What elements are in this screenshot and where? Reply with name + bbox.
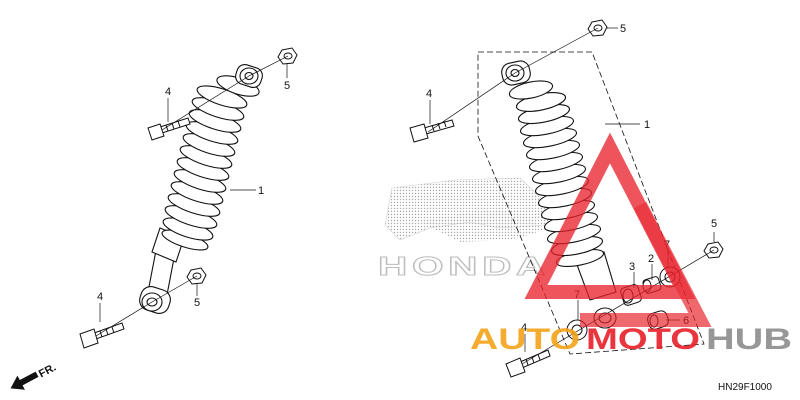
watermark-hub: HUB — [706, 323, 792, 356]
callout-right-bolt-bottom: 4 — [521, 322, 527, 334]
callout-bushing: 3 — [629, 261, 635, 273]
left-spring — [161, 85, 248, 251]
callout-left-bolt-top: 4 — [165, 86, 171, 98]
left-bottom-bolt — [79, 322, 125, 349]
callout-left-nut-top: 5 — [284, 80, 290, 92]
callout-left-nut-bottom: 5 — [194, 297, 200, 309]
honda-wordmark: HONDA — [378, 251, 550, 281]
front-direction-arrow: FR. — [10, 361, 58, 390]
callout-right-nut-mid: 5 — [711, 218, 717, 230]
assembly-boundary — [477, 51, 705, 355]
honda-wing-logo — [384, 177, 549, 242]
left-leader-lines — [95, 55, 289, 337]
direction-label: FR. — [37, 361, 58, 380]
automotohub-watermark: AUTO MOTO HUB — [470, 132, 792, 356]
left-top-bolt — [147, 117, 191, 141]
callout-right-shock: 1 — [644, 119, 650, 131]
callout-left-bolt-bottom: 4 — [97, 291, 103, 303]
callout-right-nut-top: 5 — [620, 23, 626, 35]
callout-collar: 2 — [648, 253, 654, 265]
watermark-moto: MOTO — [586, 323, 700, 356]
diagram-code: HN29F1000 — [718, 382, 772, 393]
watermark-auto: AUTO — [470, 323, 580, 356]
callout-left-shock: 1 — [258, 185, 264, 197]
watermark-triangle-logo — [524, 132, 712, 327]
arrow-left-icon — [10, 371, 39, 390]
right-top-bolt — [409, 119, 455, 143]
callout-right-bolt-top: 4 — [426, 88, 432, 100]
left-shock-absorber — [139, 64, 263, 314]
right-spring — [515, 92, 605, 268]
